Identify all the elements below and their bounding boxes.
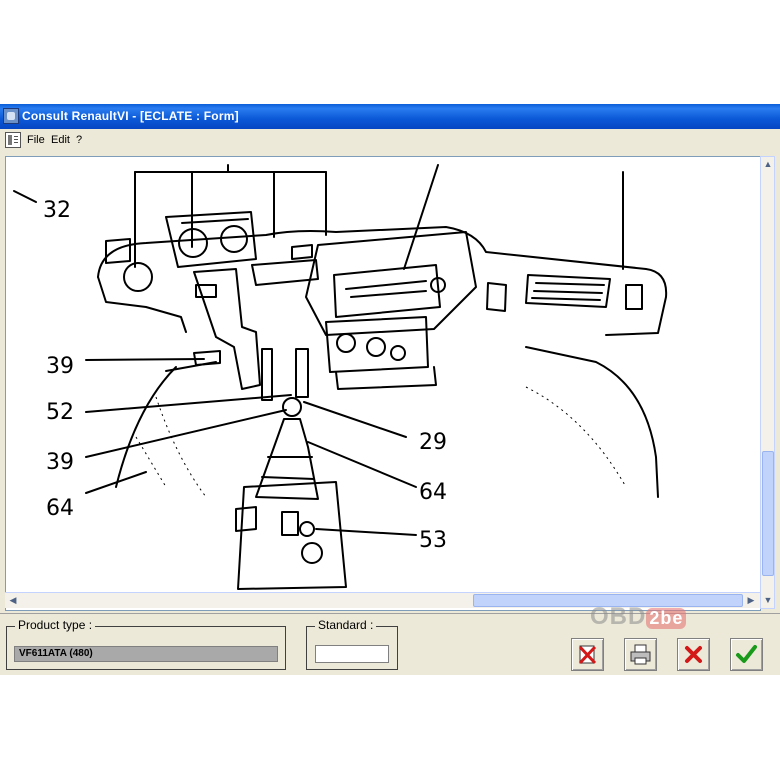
scroll-left-icon[interactable]: ◀ xyxy=(9,595,17,605)
horizontal-scrollbar[interactable]: ◀ ▶ xyxy=(5,592,760,608)
divider xyxy=(0,613,780,614)
delete-button[interactable] xyxy=(571,638,604,671)
callout-label: 39 xyxy=(46,354,74,379)
callout-label: 39 xyxy=(46,450,74,475)
watermark-badge: 2be xyxy=(646,608,687,629)
app-icon[interactable] xyxy=(3,108,19,124)
scroll-right-icon[interactable]: ▶ xyxy=(747,595,755,605)
menu-icon[interactable] xyxy=(5,132,21,148)
watermark-text: OBD xyxy=(590,603,647,630)
ok-button[interactable] xyxy=(730,638,763,671)
ok-icon xyxy=(736,645,757,663)
vertical-scrollbar[interactable]: ▲ ▼ xyxy=(760,156,775,609)
cab-interior-diagram: 32 39 52 39 64 29 64 53 xyxy=(13,164,668,590)
callout-label: 29 xyxy=(419,430,447,455)
standard-label: Standard : xyxy=(315,618,377,632)
window-title: Consult RenaultVI - [ECLATE : Form] xyxy=(22,109,239,123)
product-type-field: VF611ATA (480) xyxy=(14,646,278,662)
menu-file[interactable]: File xyxy=(27,134,45,146)
scroll-up-icon[interactable]: ▲ xyxy=(763,159,773,169)
print-icon xyxy=(630,644,651,665)
menu-bar: File Edit ? xyxy=(0,129,780,151)
print-button[interactable] xyxy=(624,638,657,671)
callout-label: 64 xyxy=(419,480,447,505)
standard-field[interactable] xyxy=(315,645,389,663)
scroll-down-icon[interactable]: ▼ xyxy=(763,595,773,605)
callout-label: 52 xyxy=(46,400,74,425)
callout-label: 64 xyxy=(46,496,74,521)
callout-label: 53 xyxy=(419,528,447,553)
standard-group: Standard : xyxy=(306,618,398,670)
cancel-icon xyxy=(685,646,702,663)
callout-label: 32 xyxy=(43,198,71,223)
product-type-label: Product type : xyxy=(15,618,96,632)
menu-help[interactable]: ? xyxy=(76,134,83,146)
horizontal-scroll-thumb[interactable] xyxy=(473,594,743,607)
delete-icon xyxy=(578,645,597,665)
product-type-group: Product type : xyxy=(6,618,286,670)
menu-edit[interactable]: Edit xyxy=(51,134,70,146)
vertical-scroll-thumb[interactable] xyxy=(762,451,774,576)
app-window: Consult RenaultVI - [ECLATE : Form] File… xyxy=(0,104,780,675)
diagram-viewer[interactable]: 32 39 52 39 64 29 64 53 xyxy=(5,156,761,611)
title-bar[interactable]: Consult RenaultVI - [ECLATE : Form] xyxy=(0,104,780,129)
cancel-button[interactable] xyxy=(677,638,710,671)
